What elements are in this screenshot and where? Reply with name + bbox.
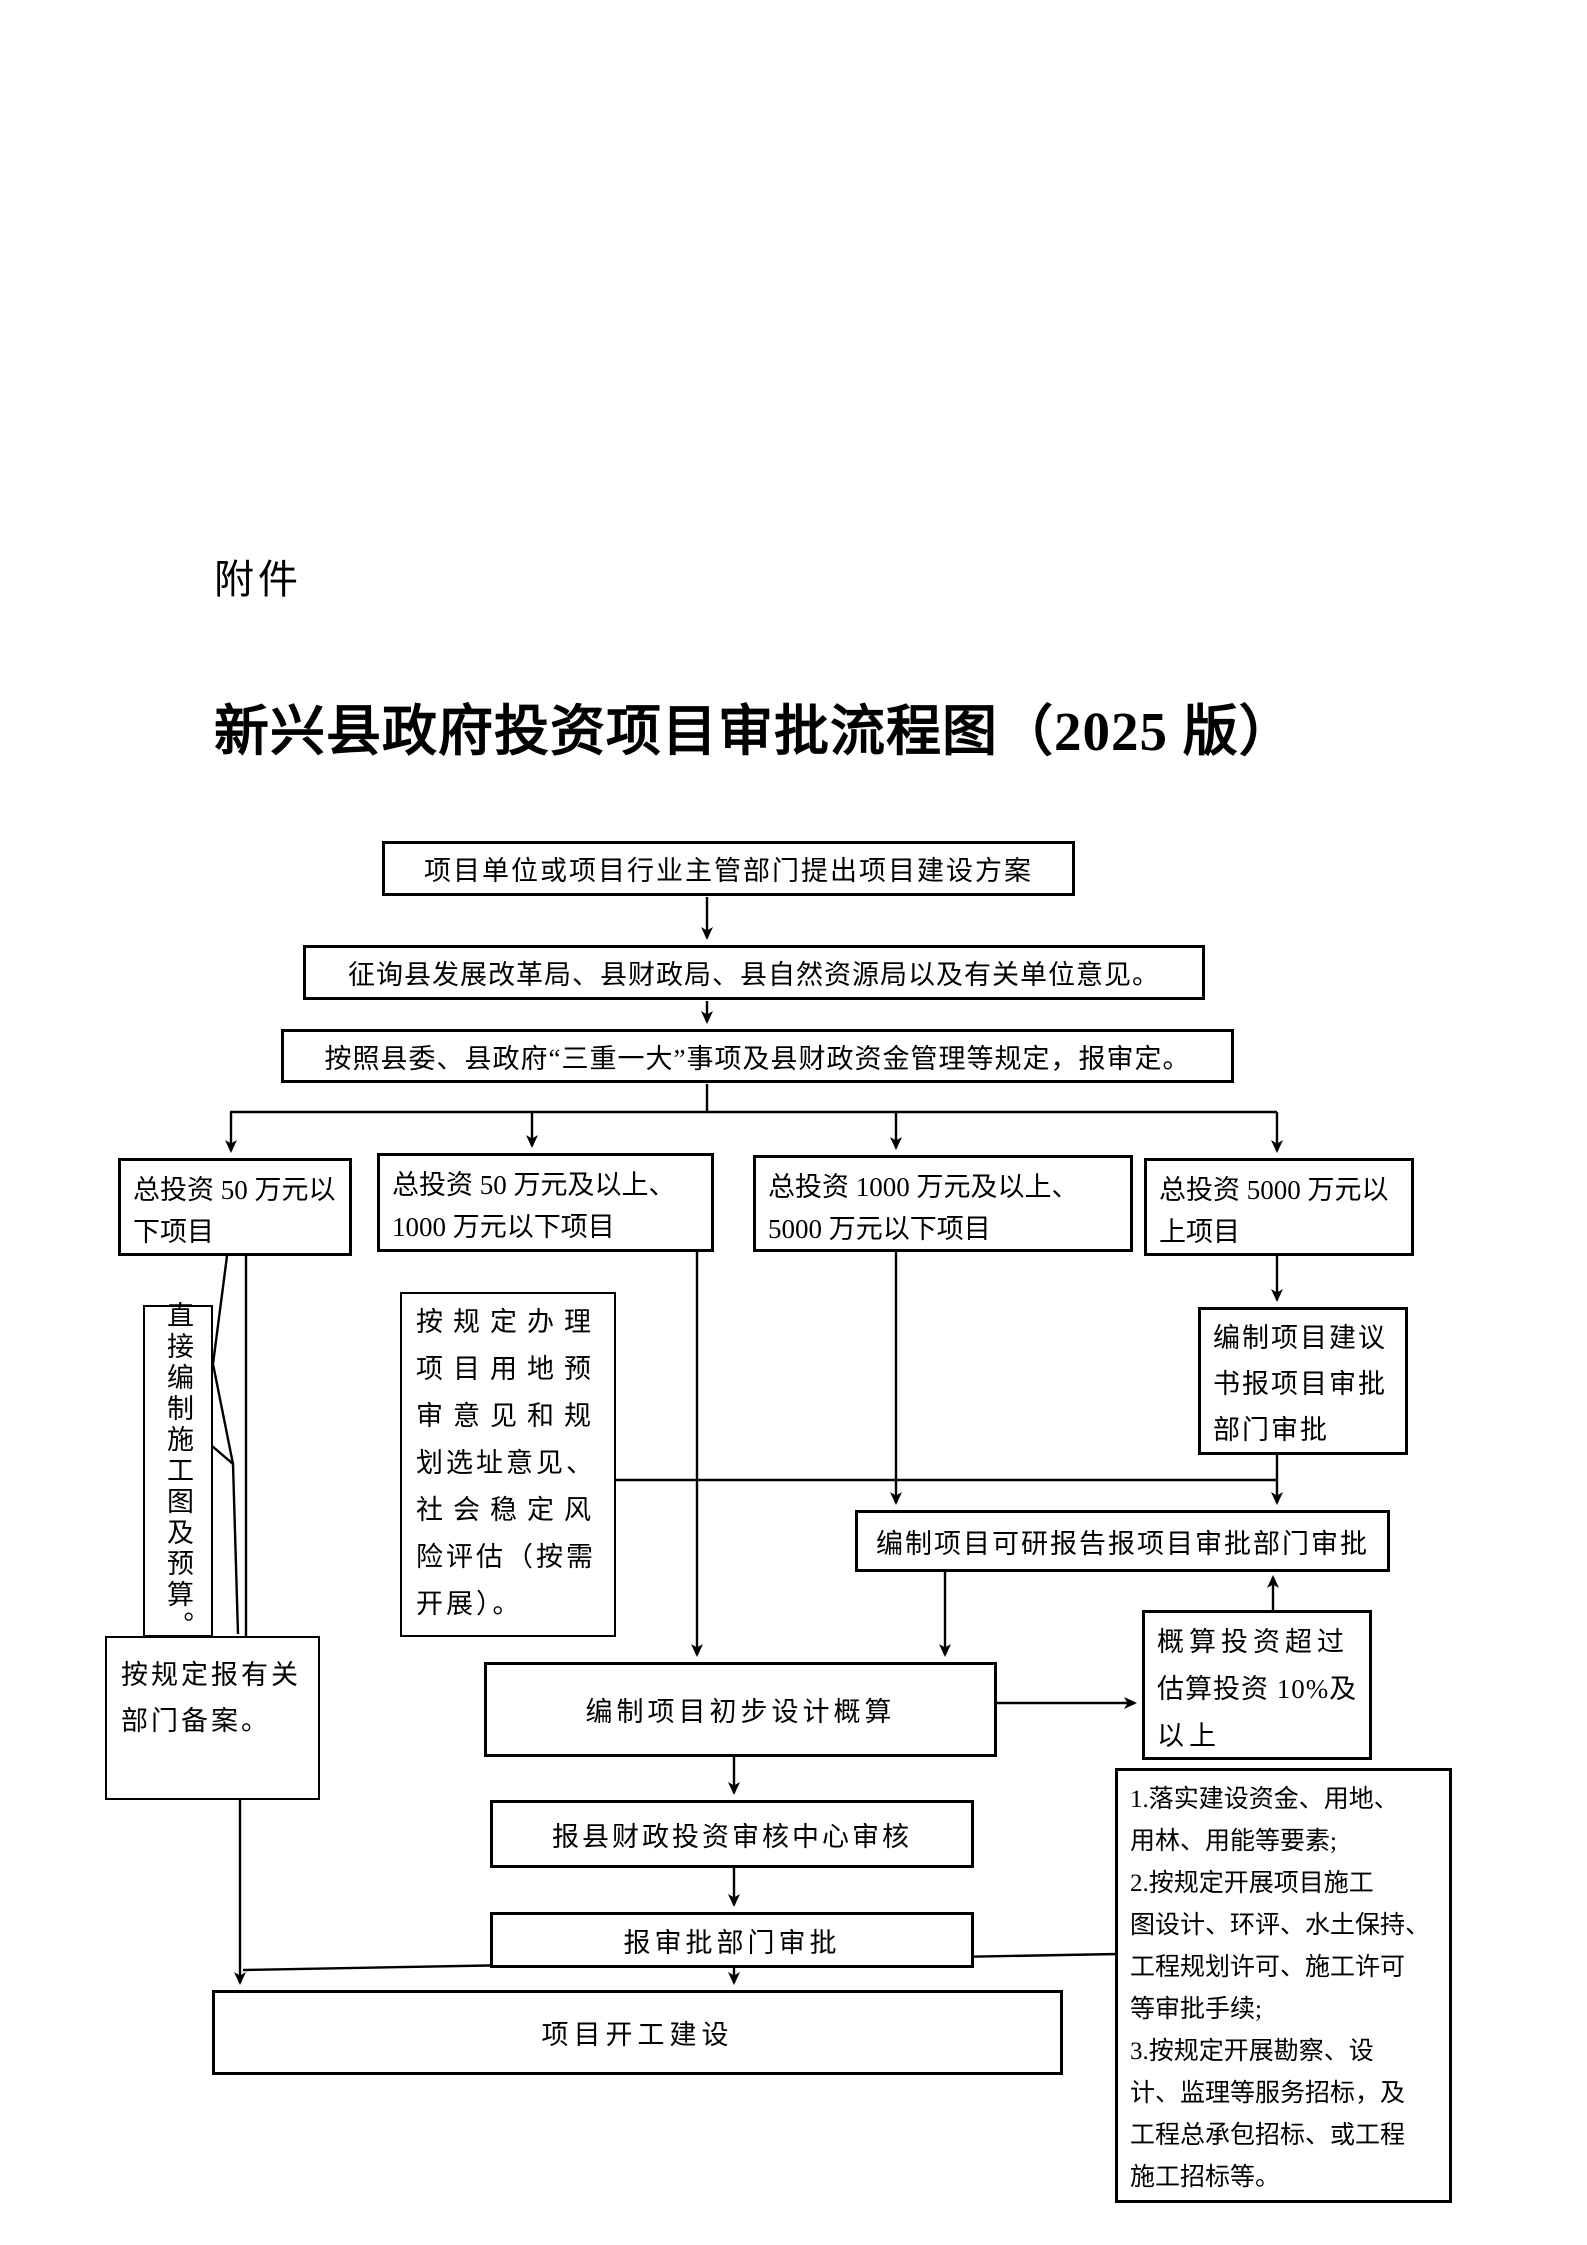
node-line: 工程规划许可、施工许可 [1130,1954,1406,1981]
node-line: 部门备案。 [121,1706,271,1736]
node-filing-record: 按规定报有关 部门备案。 [105,1636,320,1800]
node-department-approval: 报审批部门审批 [490,1912,974,1968]
node-preliminary-design-budget: 编制项目初步设计概算 [484,1662,997,1757]
node-line: 等审批手续; [1130,1996,1262,2023]
node-line: 5000 万元以下项目 [768,1214,991,1244]
node-line: 施工招标等。 [1130,2164,1281,2191]
node-line: 图设计、环评、水土保持、 [1130,1912,1431,1939]
node-finance-review: 报县财政投资审核中心审核 [490,1800,974,1868]
node-line: 概算投资超过 [1157,1627,1349,1657]
page-title: 新兴县政府投资项目审批流程图（2025 版） [214,701,1295,762]
node-line: 项目用地预 [416,1354,601,1384]
node-project-proposal: 编制项目建议 书报项目审批 部门审批 [1198,1307,1408,1455]
node-consult-opinions: 征询县发展改革局、县财政局、县自然资源局以及有关单位意见。 [303,945,1205,1000]
node-line: 总投资 50 万元及以上、 [392,1170,676,1200]
node-budget-overrun: 概算投资超过 估算投资 10%及 以上 [1142,1610,1372,1760]
vertical-text: 直接编制施工图及预算。 [163,1300,193,1642]
node-line: 书报项目审批 [1213,1369,1387,1399]
node-line: 划选址意见、 [416,1448,596,1478]
node-direct-construction-drawings: 直接编制施工图及预算。 [143,1301,213,1642]
node-line: 上项目 [1159,1217,1240,1247]
node-line: 部门审批 [1213,1415,1329,1445]
node-line: 计、监理等服务招标，及 [1130,2080,1406,2107]
node-invest-under-50w: 总投资 50 万元以 下项目 [118,1158,352,1256]
freehand-stroke-1 [211,1255,235,1465]
node-pre-approval-procedures: 按规定办理 项目用地预 审意见和规 划选址意见、 社会稳定风 险评估（按需 开展… [400,1292,616,1637]
node-line: 总投资 50 万元以 [133,1175,336,1205]
node-post-approval-requirements: 1.落实建设资金、用地、 用林、用能等要素; 2.按规定开展项目施工 图设计、环… [1115,1768,1452,2203]
node-line: 社会稳定风 [416,1495,601,1525]
node-invest-1000w-5000w: 总投资 1000 万元及以上、 5000 万元以下项目 [753,1155,1133,1252]
freehand-stroke-2 [211,1445,240,1635]
node-invest-over-5000w: 总投资 5000 万元以 上项目 [1144,1158,1414,1256]
attachment-label: 附件 [214,558,302,602]
node-line: 下项目 [133,1217,214,1247]
node-line: 以上 [1157,1721,1221,1751]
node-propose-plan: 项目单位或项目行业主管部门提出项目建设方案 [382,841,1075,896]
node-three-major-review: 按照县委、县政府“三重一大”事项及县财政资金管理等规定，报审定。 [281,1029,1234,1083]
node-line: 1000 万元以下项目 [392,1212,615,1242]
node-line: 编制项目建议 [1213,1323,1387,1353]
node-line: 1.落实建设资金、用地、 [1130,1786,1399,1813]
node-line: 险评估（按需 [416,1542,596,1572]
node-invest-50w-1000w: 总投资 50 万元及以上、 1000 万元以下项目 [377,1153,714,1252]
node-line: 总投资 1000 万元及以上、 [768,1172,1079,1202]
node-line: 审意见和规 [416,1401,601,1431]
node-line: 3.按规定开展勘察、设 [1130,2038,1374,2065]
node-line: 估算投资 10%及 [1157,1674,1358,1704]
node-line: 用林、用能等要素; [1130,1828,1337,1855]
node-project-construction: 项目开工建设 [212,1990,1063,2075]
node-line: 开展）。 [416,1589,523,1619]
node-feasibility-report: 编制项目可研报告报项目审批部门审批 [855,1510,1390,1572]
node-line: 按规定办理 [416,1307,601,1337]
node-line: 工程总承包招标、或工程 [1130,2122,1406,2149]
node-line: 2.按规定开展项目施工 [1130,1870,1374,1897]
node-line: 总投资 5000 万元以 [1159,1175,1389,1205]
node-line: 按规定报有关 [121,1660,301,1690]
